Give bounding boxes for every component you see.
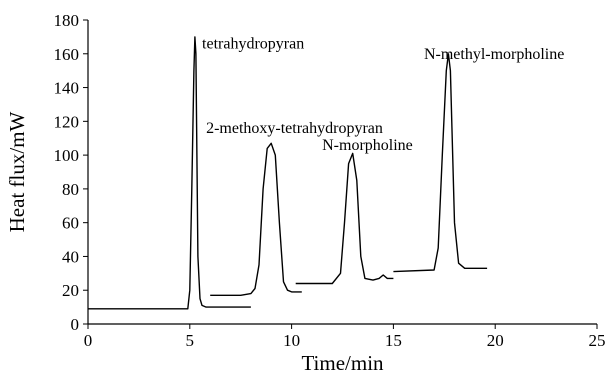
peak-annotation-4: N-methyl-morpholine xyxy=(424,46,564,63)
series-line-2 xyxy=(210,142,302,296)
series-line-3 xyxy=(295,152,394,285)
annotations: tetrahydropyran 2-methoxy-tetrahydropyran… xyxy=(202,36,564,154)
y-tick-label: 40 xyxy=(62,247,79,266)
y-tick-label: 160 xyxy=(54,45,80,64)
x-tick-label: 5 xyxy=(186,331,195,350)
peak-annotation-3: N-morpholine xyxy=(322,137,413,154)
x-axis-title: Time/min xyxy=(301,351,384,375)
x-tick-label: 15 xyxy=(385,331,402,350)
y-tick-label: 20 xyxy=(62,281,79,300)
y-axis-title: Heat flux/mW xyxy=(5,111,29,232)
y-tick-label: 180 xyxy=(54,11,80,30)
x-tick-label: 10 xyxy=(283,331,300,350)
peak-annotation-1: tetrahydropyran xyxy=(202,36,304,53)
x-tick-label: 25 xyxy=(589,331,606,350)
y-tick-label: 100 xyxy=(54,146,80,165)
y-tick-label: 80 xyxy=(62,180,79,199)
x-tick-label: 0 xyxy=(84,331,93,350)
series-line-1 xyxy=(88,36,251,310)
y-tick-label: 60 xyxy=(62,214,79,233)
axes: 0 5 10 15 20 25 0 20 40 60 80 100 120 140 160 180 xyxy=(54,11,606,350)
series-layer xyxy=(88,36,488,310)
y-tick-label: 0 xyxy=(71,315,80,334)
y-tick-label: 140 xyxy=(54,79,80,98)
y-tick-label: 120 xyxy=(54,112,80,131)
peak-annotation-2: 2-methoxy-tetrahydropyran xyxy=(206,120,383,137)
x-tick-label: 20 xyxy=(487,331,504,350)
series-line-4 xyxy=(393,53,488,273)
